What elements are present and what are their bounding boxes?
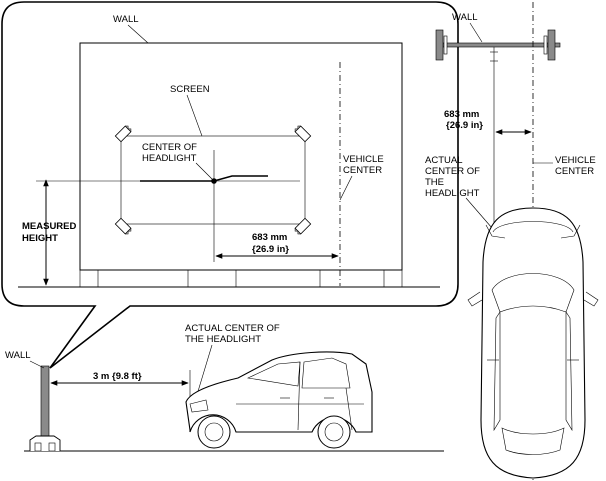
- top-actual-label-2: CENTER OF: [425, 166, 480, 177]
- vehicle-center-label-1: VEHICLE: [343, 154, 384, 165]
- top-vehicle-center-label-1: VEHICLE: [555, 155, 596, 166]
- top-wall-leader: [469, 22, 483, 43]
- center-headlight-label-2: HEADLIGHT: [142, 153, 197, 164]
- top-actual-leader: [465, 197, 493, 229]
- measured-height-label-1: MEASURED: [22, 221, 77, 232]
- wall-rect: [79, 42, 403, 271]
- car-side-view: [185, 351, 373, 449]
- side-wall-label: WALL: [5, 350, 31, 361]
- top-actual-label-3: THE: [425, 177, 444, 188]
- top-dim-269-label: {26.9 in}: [446, 120, 483, 131]
- side-actual-label-1: ACTUAL CENTER OF: [185, 323, 280, 334]
- side-wall-stand: [29, 365, 61, 452]
- side-actual-leader: [195, 344, 213, 399]
- screen-clip-tr: [294, 125, 312, 143]
- dimension-269-label: {26.9 in}: [252, 244, 289, 255]
- center-headlight-leader: [195, 162, 214, 181]
- side-actual-label-2: THE HEADLIGHT: [185, 334, 261, 345]
- top-dim-683-label: 683 mm: [444, 109, 479, 120]
- screen-clip-br: [294, 217, 312, 235]
- center-headlight-label-1: CENTER OF: [142, 142, 197, 153]
- screen-clip-bl: [114, 217, 132, 235]
- car-top-view: [467, 207, 599, 479]
- side-wall-leader: [29, 360, 45, 369]
- top-wall-label: WALL: [452, 12, 478, 23]
- vehicle-center-label-2: CENTER: [343, 165, 382, 176]
- screen-label: SCREEN: [170, 84, 210, 95]
- screen-rect: [120, 135, 306, 225]
- callout-bubble: [1, 1, 459, 369]
- dimension-683-label: 683 mm: [252, 232, 287, 243]
- wall-leader: [127, 24, 149, 44]
- wall-callout-label: WALL: [113, 14, 139, 25]
- screen-clip-tl: [114, 125, 132, 143]
- distance-label: 3 m {9.8 ft}: [93, 371, 142, 382]
- measured-height-label-2: HEIGHT: [22, 233, 58, 244]
- beam-cutoff-line: [140, 175, 268, 182]
- top-actual-label-4: HEADLIGHT: [425, 188, 480, 199]
- vehicle-center-leader: [339, 175, 353, 201]
- top-wall-stand: [435, 29, 561, 61]
- top-vehicle-center-label-2: CENTER: [555, 166, 594, 177]
- screen-leader: [186, 94, 203, 137]
- top-actual-label-1: ACTUAL: [425, 155, 462, 166]
